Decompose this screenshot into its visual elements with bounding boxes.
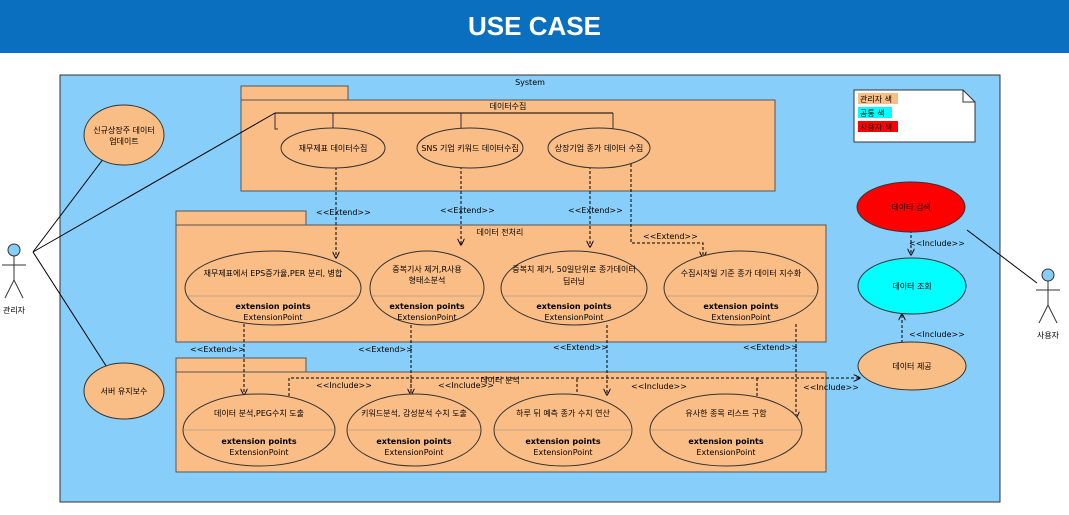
usecase-listing-update-line2: 업데이트 xyxy=(109,136,138,146)
legend-user-label: 사용자 색 xyxy=(860,122,892,132)
usecase-sentiment-label: 키워드분석, 감성분석 수치 도출 xyxy=(361,408,467,418)
usecase-search[interactable]: 데이터 검색 xyxy=(856,181,966,233)
include-label-2: <<Include>> xyxy=(438,381,494,390)
page-banner: USE CASE xyxy=(0,0,1069,53)
legend-note: 관리자 색 공통 색 사용자 색 xyxy=(853,89,976,143)
usecase-price-clean[interactable]: 중복치 제거, 50일단위로 종가데이터 딥러닝 extension point… xyxy=(500,250,648,326)
ext-point: ExtensionPoint xyxy=(533,448,592,457)
ext-point: ExtensionPoint xyxy=(397,313,456,322)
package-collect-label: 데이터수집 xyxy=(490,101,527,111)
usecase-morph-line2: 형태소분석 xyxy=(409,275,446,285)
usecase-listing-update-line1: 신규상장주 데이터 xyxy=(93,125,154,135)
usecase-sentiment[interactable]: 키워드분석, 감성분석 수치 도출 extension points Exten… xyxy=(346,393,482,467)
ext-title: extension points xyxy=(221,437,296,446)
include-label-3: <<Include>> xyxy=(631,382,687,391)
usecase-server-maintenance[interactable]: 서버 유지보수 xyxy=(83,362,165,420)
package-analysis-label: 데이터 분석 xyxy=(480,375,519,385)
include-label-4: <<Include>> xyxy=(803,383,859,392)
usecase-sns-collect-label: SNS 기업 키워드 데이터수집 xyxy=(421,143,518,153)
ext-point: ExtensionPoint xyxy=(384,448,443,457)
usecase-similar-label: 유사한 종목 리스트 구함 xyxy=(685,409,767,418)
ext-point: ExtensionPoint xyxy=(229,448,288,457)
usecase-view[interactable]: 데이터 조회 xyxy=(857,257,967,315)
usecase-fin-preprocess[interactable]: 재무제표에서 EPS증가율,PER 분리, 병합 extension point… xyxy=(184,250,362,326)
ext-point: ExtensionPoint xyxy=(696,448,755,457)
usecase-fin-collect-label: 재무제표 데이터수집 xyxy=(299,143,368,153)
ext-title: extension points xyxy=(235,302,310,311)
ext-title: extension points xyxy=(525,437,600,446)
include-label-5: <<Include>> xyxy=(909,239,965,248)
usecase-index-label: 수집시작일 기준 종가 데이터 지수화 xyxy=(681,268,802,278)
usecase-listing-update[interactable]: 신규상장주 데이터 업데이트 xyxy=(83,104,165,166)
usecase-morph[interactable]: 중복기사 제거,R사용 형태소분석 extension points Exten… xyxy=(369,250,485,326)
ext-title: extension points xyxy=(389,302,464,311)
ext-title: extension points xyxy=(703,302,778,311)
extend-label-4: <<Extend>> xyxy=(643,232,698,241)
legend-common-label: 공통 색 xyxy=(860,108,885,118)
usecase-server-maintenance-label: 서버 유지보수 xyxy=(101,386,148,396)
usecase-peg-label: 데이터 분석,PEG수치 도출 xyxy=(214,408,304,418)
extend-label-6: <<Extend>> xyxy=(358,345,413,354)
usecase-price-clean-line2: 딥러닝 xyxy=(563,276,585,286)
actor-admin[interactable] xyxy=(2,243,26,299)
usecase-forecast[interactable]: 하루 뒤 예측 종가 수치 연산 extension points Extens… xyxy=(493,393,633,467)
usecase-fin-preprocess-label: 재무제표에서 EPS증가율,PER 분리, 병합 xyxy=(204,269,343,278)
usecase-fin-collect[interactable]: 재무제표 데이터수집 xyxy=(280,127,386,169)
usecase-price-clean-line1: 중복치 제거, 50일단위로 종가데이터 xyxy=(512,264,635,274)
usecase-morph-line1: 중복기사 제거,R사용 xyxy=(392,265,462,274)
include-label-6: <<Include>> xyxy=(909,330,965,339)
page-title: USE CASE xyxy=(468,11,601,41)
system-label: System xyxy=(515,78,545,87)
usecase-search-label: 데이터 검색 xyxy=(891,202,930,212)
extend-label-2: <<Extend>> xyxy=(440,206,495,215)
extend-label-3: <<Extend>> xyxy=(568,206,623,215)
usecase-sns-collect[interactable]: SNS 기업 키워드 데이터수집 xyxy=(416,127,524,169)
usecase-price-collect[interactable]: 상장기업 종가 데이터 수집 xyxy=(547,127,651,169)
legend-admin-label: 관리자 색 xyxy=(860,94,892,104)
extend-label-7: <<Extend>> xyxy=(553,343,608,352)
actor-admin-label: 관리자 xyxy=(3,305,26,315)
usecase-price-collect-label: 상장기업 종가 데이터 수집 xyxy=(555,143,644,153)
actor-user[interactable] xyxy=(1036,268,1060,324)
usecase-forecast-label: 하루 뒤 예측 종가 수치 연산 xyxy=(516,408,610,418)
extend-label-1: <<Extend>> xyxy=(316,208,371,217)
actor-user-label: 사용자 xyxy=(1037,331,1060,340)
usecase-provide[interactable]: 데이터 제공 xyxy=(857,341,967,391)
usecase-view-label: 데이터 조회 xyxy=(892,281,931,291)
package-preprocess-label: 데이터 전처리 xyxy=(477,227,524,237)
include-label-1: <<Include>> xyxy=(316,381,372,390)
usecase-index[interactable]: 수집시작일 기준 종가 데이터 지수화 extension points Ext… xyxy=(663,250,819,326)
usecase-provide-label: 데이터 제공 xyxy=(892,361,931,371)
usecase-similar[interactable]: 유사한 종목 리스트 구함 extension points Extension… xyxy=(649,393,803,467)
ext-point: ExtensionPoint xyxy=(243,313,302,322)
ext-point: ExtensionPoint xyxy=(711,313,770,322)
extend-label-5: <<Extend>> xyxy=(190,345,245,354)
ext-point: ExtensionPoint xyxy=(544,313,603,322)
ext-title: extension points xyxy=(376,437,451,446)
ext-title: extension points xyxy=(536,302,611,311)
ext-title: extension points xyxy=(688,437,763,446)
usecase-peg[interactable]: 데이터 분석,PEG수치 도출 extension points Extensi… xyxy=(182,393,336,467)
extend-label-8: <<Extend>> xyxy=(743,343,798,352)
